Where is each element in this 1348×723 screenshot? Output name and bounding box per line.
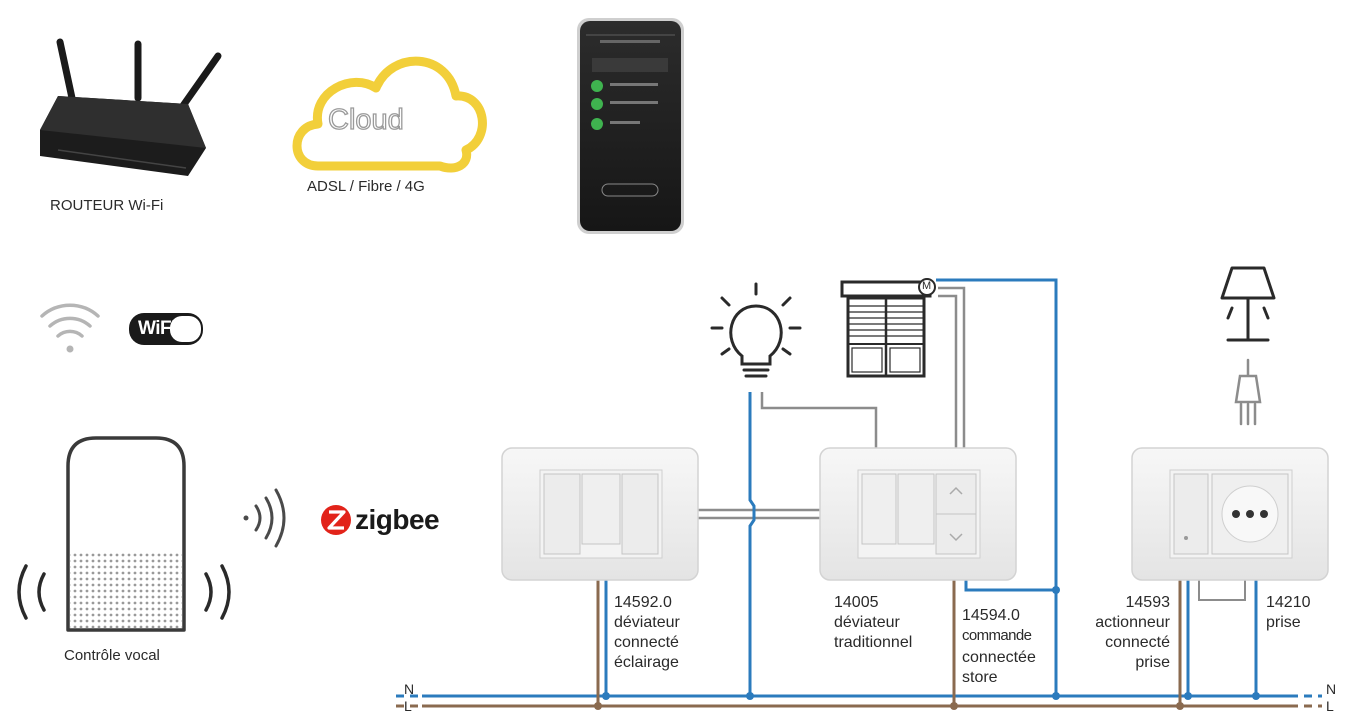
product-code-14592: 14592.0 (614, 594, 672, 611)
sound-waves-right-icon (204, 564, 231, 620)
product-desc-line: prise (1135, 654, 1170, 671)
wifi-logo-icon (129, 313, 203, 345)
neutral-label-left: N (404, 681, 415, 697)
product-desc-line: traditionnel (834, 634, 913, 651)
control-wires (694, 286, 1246, 601)
product-code-14210: 14210 (1266, 594, 1311, 611)
connection-label: ADSL / Fibre / 4G (307, 178, 425, 195)
zigbee-signal-icon (243, 488, 286, 548)
live-label-left: L (404, 698, 412, 714)
zigbee-logo-icon (321, 505, 351, 535)
product-code-14593: 14593 (1125, 594, 1171, 611)
socket-plate-14593-14210 (1131, 447, 1329, 581)
product-desc-line: déviateur (834, 614, 900, 631)
power-plug-icon (1234, 358, 1262, 426)
product-desc-line: déviateur (614, 614, 680, 631)
zigbee-logo-text: zigbee (355, 504, 440, 535)
product-code-14594: 14594.0 (962, 607, 1020, 624)
wifi-logo-text: WiFi (138, 318, 176, 339)
light-bulb-icon (710, 282, 802, 378)
product-code-14005: 14005 (834, 594, 879, 611)
product-desc-line: éclairage (614, 654, 679, 671)
product-desc-line: store (962, 669, 998, 686)
router-icon (40, 38, 222, 176)
product-desc-line: connecté (1105, 634, 1170, 651)
cloud-icon (292, 56, 487, 173)
window-shutter-icon (840, 278, 936, 378)
neutral-wires (396, 278, 1322, 698)
wifi-signal-icon (40, 303, 100, 353)
live-label-right: L (1326, 698, 1334, 714)
table-lamp-icon (1220, 266, 1276, 342)
live-wires (396, 580, 1322, 708)
motor-label: M (922, 280, 932, 292)
smartphone-icon (577, 18, 684, 234)
smart-speaker-icon (66, 436, 186, 632)
product-desc-line: connecté (614, 634, 679, 651)
cloud-label: Cloud (327, 103, 404, 136)
junction-dots (594, 586, 1260, 710)
product-desc-line: actionneur (1095, 614, 1170, 631)
switch-plate-14005-14594 (819, 447, 1017, 581)
voice-control-label: Contrôle vocal (64, 647, 160, 664)
switch-plate-14592 (501, 447, 699, 581)
router-label: ROUTEUR Wi-Fi (50, 197, 164, 214)
sound-waves-left-icon (17, 564, 46, 620)
neutral-label-right: N (1326, 681, 1337, 697)
product-desc-line: commande (962, 627, 1032, 644)
product-desc-line: connectée (962, 649, 1036, 666)
product-desc-line: prise (1266, 614, 1301, 631)
